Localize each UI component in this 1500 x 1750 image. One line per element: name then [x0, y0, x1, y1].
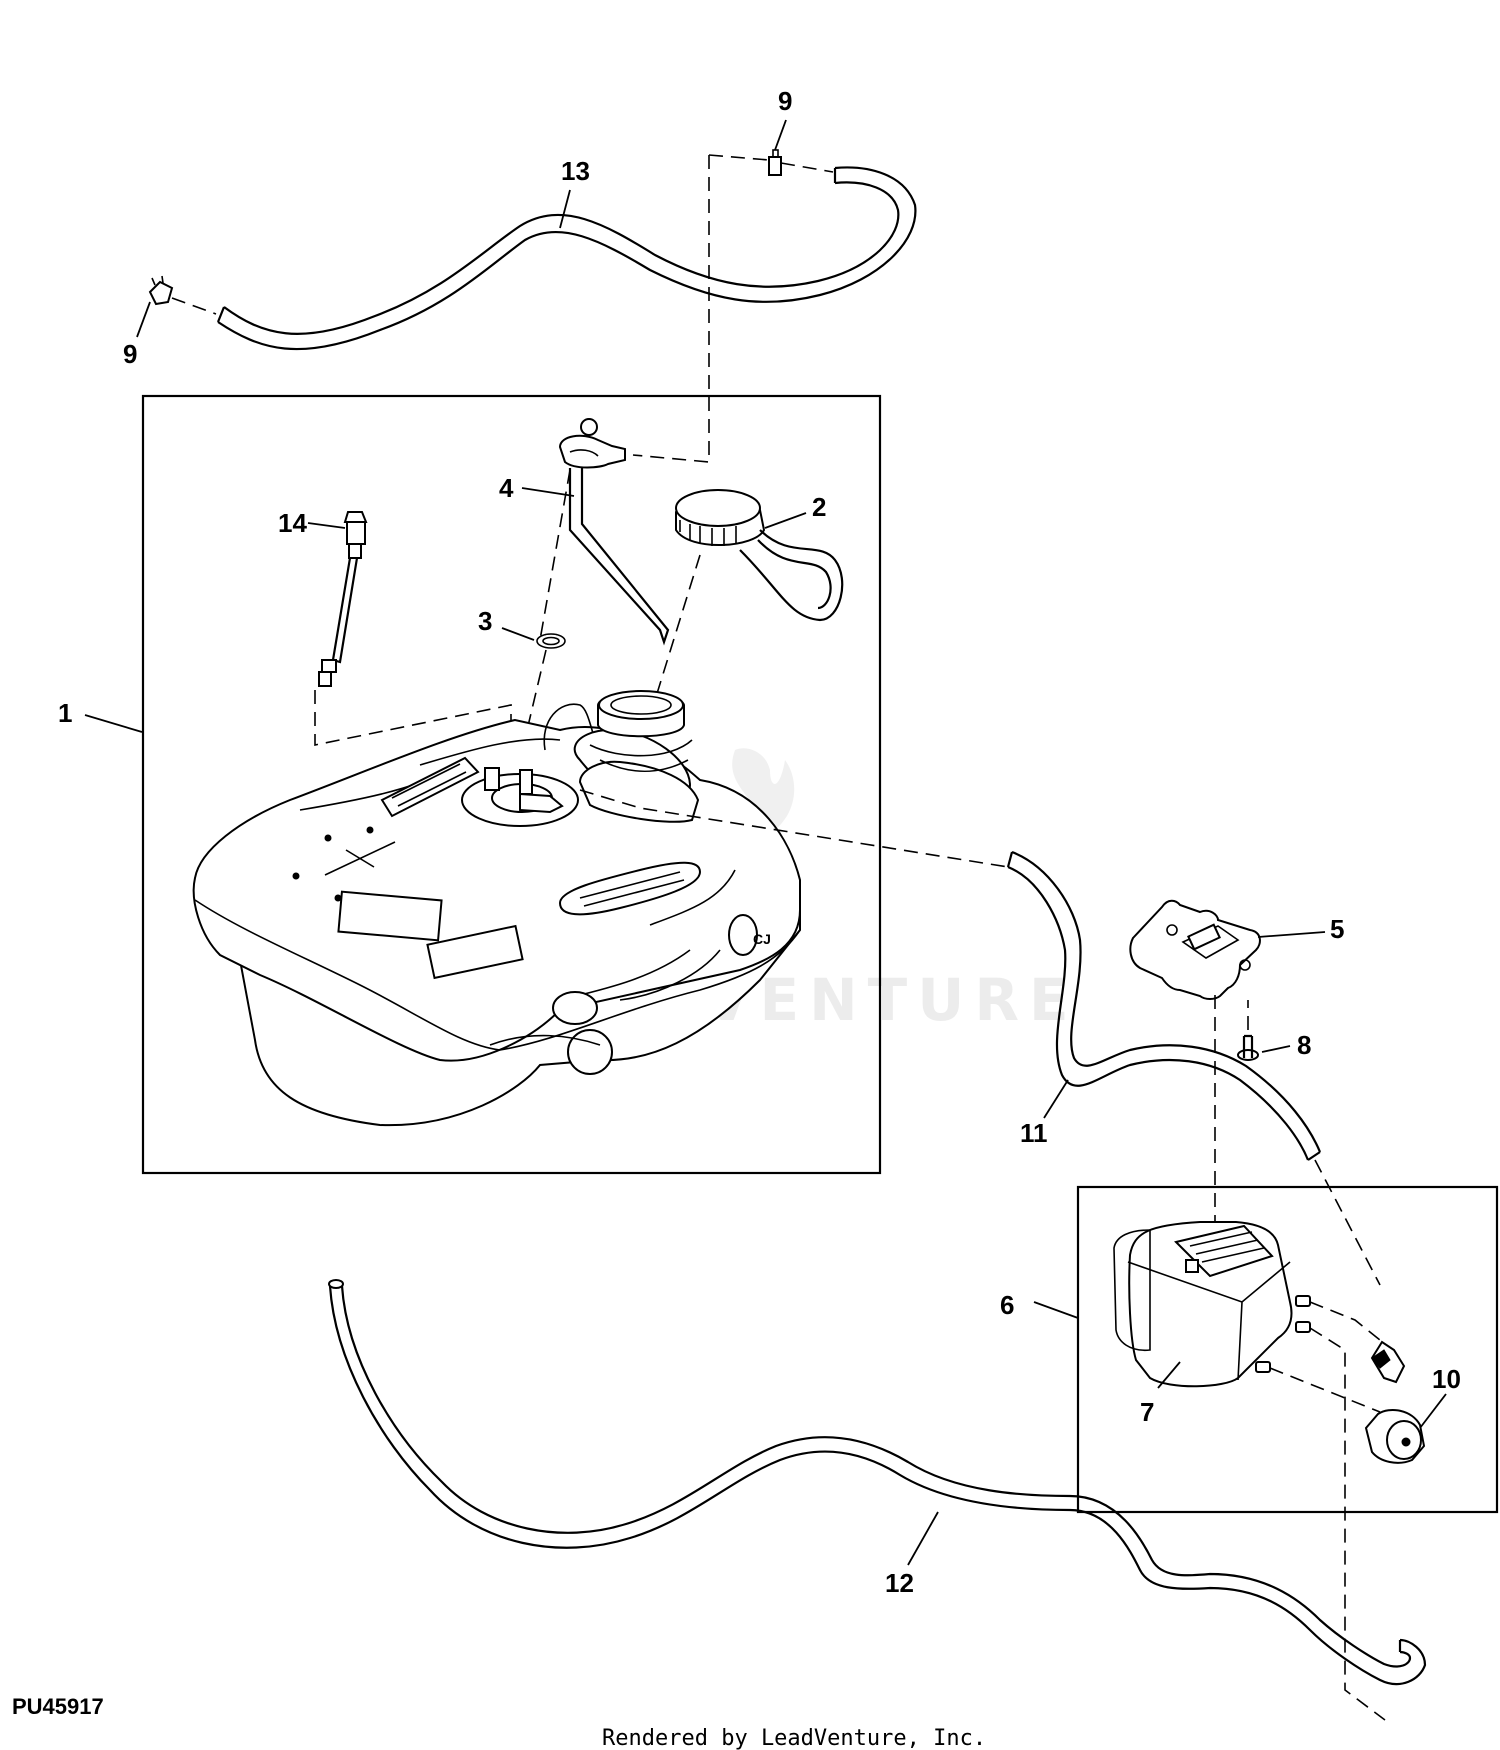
callout-3: 3 — [478, 606, 492, 636]
callout-10: 10 — [1432, 1364, 1461, 1394]
screw-8[interactable] — [1237, 1034, 1259, 1061]
callout-8: 8 — [1297, 1030, 1311, 1060]
dashline-hose11-to-elbow — [1314, 1159, 1381, 1286]
sender-14[interactable] — [318, 511, 368, 687]
callout-7: 7 — [1140, 1397, 1154, 1427]
fuel-tank-assembly-box — [141, 394, 882, 1175]
svg-text:CJ: CJ — [753, 931, 771, 947]
dashline-vent-to-clamp — [632, 155, 710, 463]
fuel-tank-1[interactable]: CJ — [192, 690, 801, 1127]
credit-line: Rendered by LeadVenture, Inc. — [602, 1726, 986, 1750]
figure-id: PU45917 — [12, 1694, 104, 1719]
callout-9-left: 9 — [123, 339, 137, 369]
callout-11: 11 — [1020, 1118, 1048, 1148]
clamp-9-left[interactable] — [148, 275, 174, 306]
callout-5: 5 — [1330, 914, 1344, 944]
fuel-cap-2[interactable] — [675, 489, 844, 622]
callout-2: 2 — [812, 492, 826, 522]
callout-12: 12 — [885, 1568, 914, 1598]
hose-11[interactable] — [1006, 850, 1322, 1161]
hose-12[interactable] — [328, 1279, 1427, 1686]
dashline-port-b — [1309, 1327, 1386, 1721]
bracket-5[interactable] — [1129, 899, 1261, 1000]
callout-14: 14 — [278, 508, 307, 538]
callout-13: 13 — [561, 156, 590, 186]
dashline-clamp-top — [708, 154, 834, 173]
dashline-port-a — [1309, 1301, 1381, 1341]
dashline-port-c — [1269, 1367, 1381, 1413]
leader-lines — [84, 119, 1447, 1566]
dashline-clamp-left — [171, 297, 217, 315]
hose-13[interactable] — [216, 166, 917, 351]
dashline-cap — [654, 554, 701, 701]
callout-4: 4 — [499, 473, 514, 503]
clamp-9-top[interactable] — [768, 149, 782, 176]
canister-7[interactable] — [1113, 1221, 1311, 1388]
callout-1: 1 — [58, 698, 72, 728]
cap-10[interactable] — [1364, 1409, 1426, 1464]
dashline-tank-to-hose11 — [579, 789, 1009, 868]
grommet-3[interactable] — [536, 633, 566, 649]
callout-6: 6 — [1000, 1290, 1014, 1320]
dashline-vent — [539, 469, 571, 641]
vent-tube-4[interactable] — [558, 418, 670, 646]
canister-assembly-box — [1076, 1185, 1499, 1514]
callout-9-top: 9 — [778, 86, 792, 116]
elbow-fitting[interactable] — [1370, 1340, 1406, 1384]
